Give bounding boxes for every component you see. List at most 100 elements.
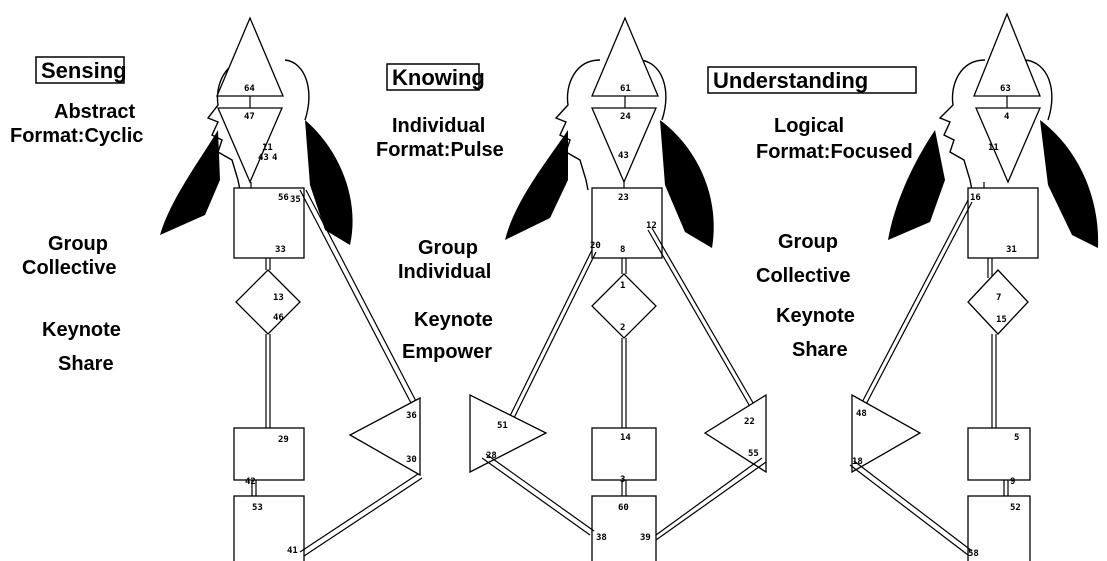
solar-plexus-center [703,393,767,474]
gate-number: 43 [258,153,269,163]
panel-title: Understanding [713,68,868,93]
gate-number: 63 [1000,84,1011,94]
gate-number: 5 [1014,433,1019,443]
panel-line: Share [792,339,848,361]
gate-number: 52 [1010,503,1021,513]
g-center [967,269,1029,335]
gate-number: 43 [618,151,629,161]
throat-center [233,187,305,259]
panel-line: Abstract [54,101,135,123]
gate-number: 41 [287,546,298,556]
gate-number: 8 [620,245,625,255]
throat-center [591,187,663,259]
panel-line: Format:Cyclic [10,125,143,147]
ajna-center [591,107,657,184]
gate-number: 16 [970,193,981,203]
gate-number: 9 [1010,477,1015,487]
spleen-center [469,393,548,474]
gate-number: 53 [252,503,263,513]
gate-number: 46 [273,313,284,323]
hair-right-icon [1040,120,1099,248]
title-box [35,56,125,84]
panel-title: Knowing [392,65,485,90]
gate-number: 15 [996,315,1007,325]
panel-line: Keynote [42,319,121,341]
panel-line: Collective [756,265,850,287]
gate-number: 36 [406,411,417,421]
sacral-center [233,427,305,481]
g-center [591,273,657,339]
gate-number: 11 [262,143,273,153]
hair-right-icon [305,120,353,245]
gate-number: 3 [620,475,625,485]
panel-knowing: 61 24 43 23 12 20 8 1 2 51 22 14 28 55 3… [376,16,767,561]
spleen-center [851,393,922,474]
head-silhouette-icon [554,59,601,191]
panel-line: Keynote [776,305,855,327]
gate-number: 60 [618,503,629,513]
gate-number: 38 [596,533,607,543]
panel-line: Group [778,231,838,253]
title-box [386,63,480,91]
panel-line: Format:Pulse [376,139,504,161]
gate-number: 56 [278,193,289,203]
gate-number: 31 [1006,245,1017,255]
ajna-center [975,107,1041,184]
gate-number: 61 [620,84,631,94]
gate-number: 23 [618,193,629,203]
gate-number: 12 [646,221,657,231]
gate-number: 28 [486,451,497,461]
panel-line: Collective [22,257,116,279]
sacral-center [967,427,1031,481]
panel-line: Keynote [414,309,493,331]
g-center [235,269,301,335]
root-center [233,495,305,561]
panel-line: Share [58,353,114,375]
gate-number: 24 [620,112,631,122]
panel-title: Sensing [41,58,127,83]
gate-number: 11 [988,143,999,153]
hair-right-icon [660,120,714,248]
root-center [967,495,1031,561]
solar-plexus-center [348,396,421,477]
throat-center [967,187,1039,259]
panel-line: Group [48,233,108,255]
panel-line: Format:Focused [756,141,913,163]
panel-line: Group [418,237,478,259]
panel-line: Logical [774,115,844,137]
gate-number: 22 [744,417,755,427]
root-center [591,495,657,561]
gate-number: 1 [620,281,625,291]
title-box [707,66,917,94]
gate-number: 35 [290,195,301,205]
gate-number: 55 [748,449,759,459]
gate-number: 51 [497,421,508,431]
gate-number: 13 [273,293,284,303]
gate-number: 64 [244,84,255,94]
gate-number: 18 [852,457,863,467]
gate-number: 20 [590,241,601,251]
hair-left-icon [505,130,568,240]
gate-number: 58 [968,549,979,559]
gate-number: 39 [640,533,651,543]
gate-number: 14 [620,433,631,443]
gate-number: 30 [406,455,417,465]
gate-number: 7 [996,293,1001,303]
panel-line: Individual [392,115,485,137]
panel-line: Individual [398,261,491,283]
hair-left-icon [888,130,945,240]
panel-understanding: 63 4 11 16 31 7 15 48 5 18 9 52 58 Under… [707,12,1099,561]
gate-number: 33 [275,245,286,255]
gate-number: 29 [278,435,289,445]
gate-number: 48 [856,409,867,419]
panel-sensing: 64 47 11 43 4 56 35 33 13 46 36 29 30 42… [10,16,423,561]
gate-number: 47 [244,112,255,122]
panel-line: Empower [402,341,492,363]
gate-number: 4 [1004,112,1010,122]
gate-number: 2 [620,323,625,333]
ajna-center [217,107,283,184]
gate-number: 4 [272,153,278,163]
sacral-center [591,427,657,481]
hair-left-icon [160,130,220,235]
